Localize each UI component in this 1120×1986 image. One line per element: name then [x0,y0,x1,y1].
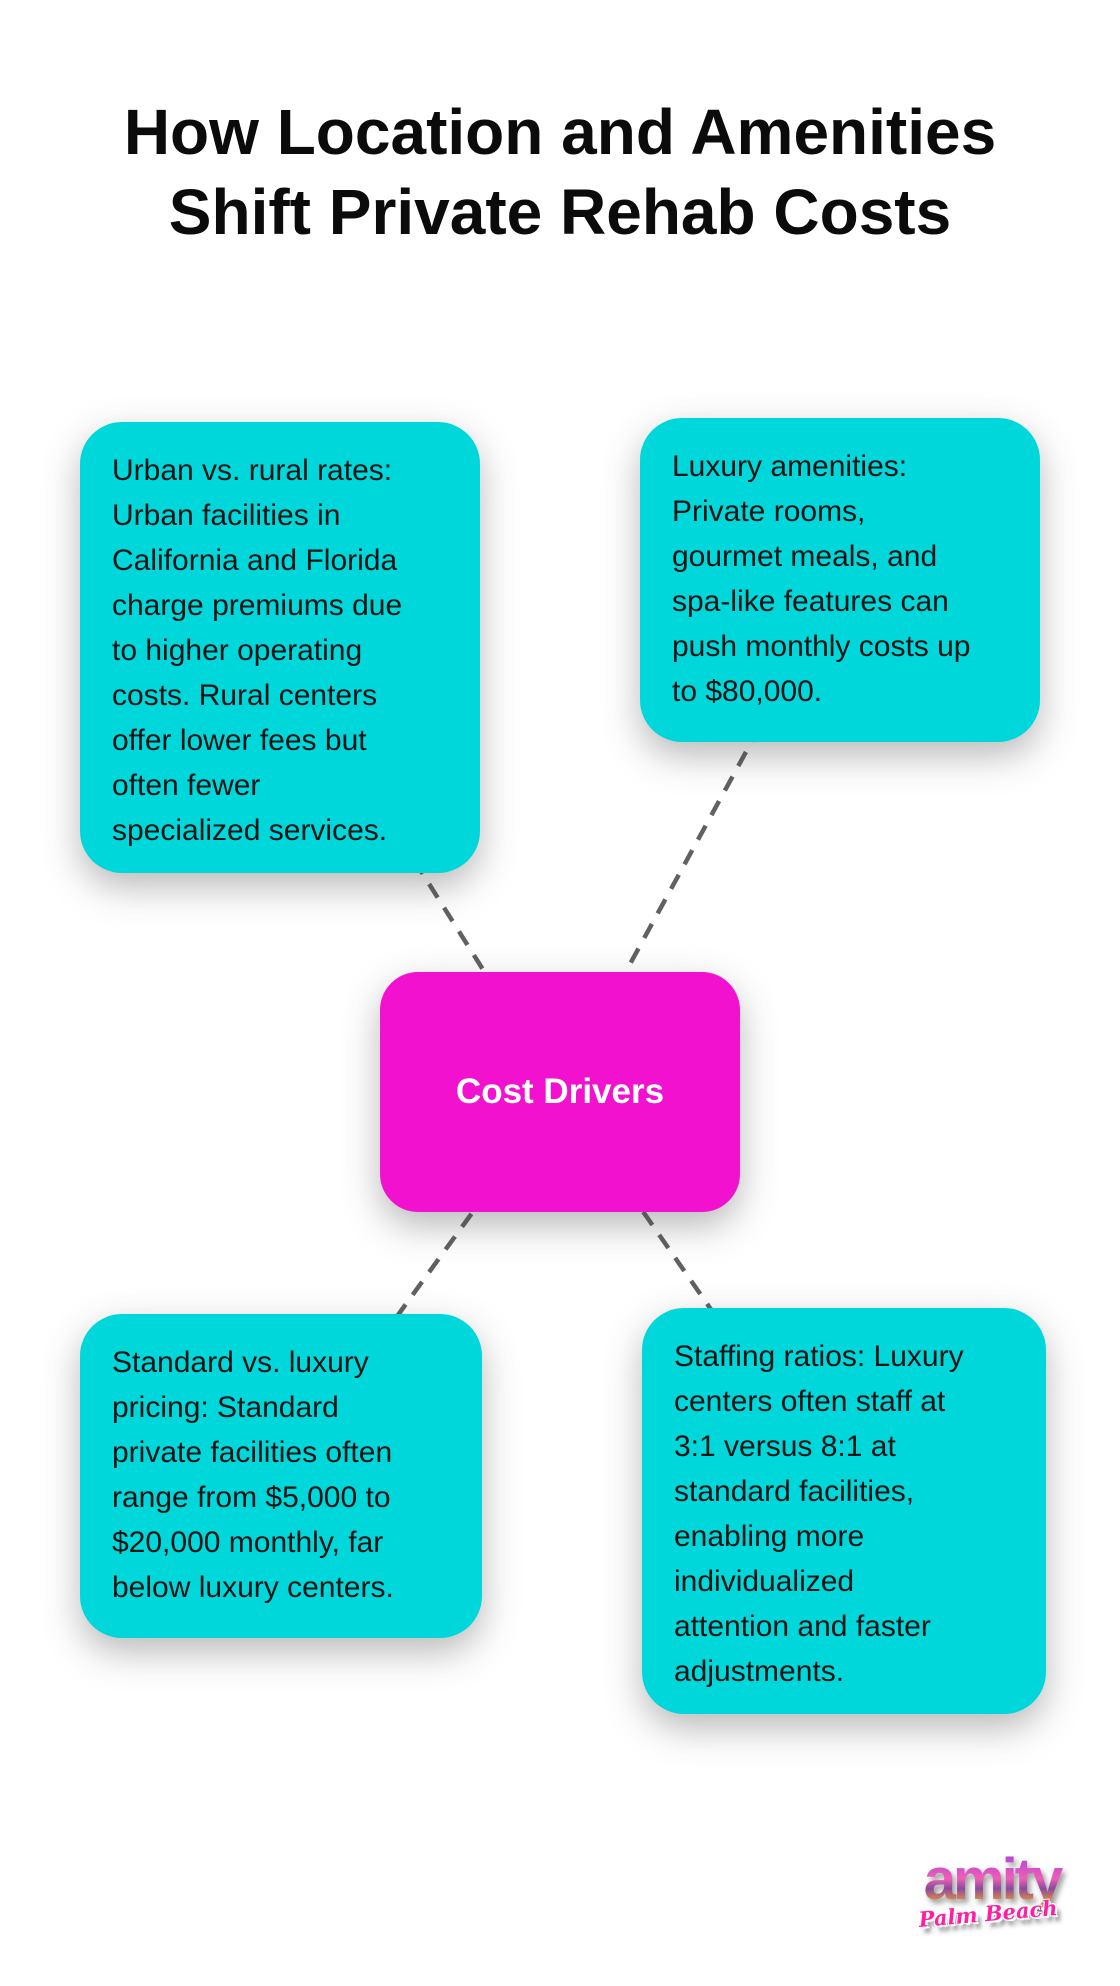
amity-palm-beach-logo: amity Palm Beach [916,1844,1068,1932]
card-urban-vs-rural: Urban vs. rural rates:Urban facilities i… [80,422,480,873]
central-node-label: Cost Drivers [455,1072,665,1111]
logo-wordmark: amity [916,1844,1068,1916]
card-luxury-amenities: Luxury amenities:Private rooms,gourmet m… [640,418,1040,742]
central-node-cost-drivers: Cost Drivers [380,972,740,1212]
